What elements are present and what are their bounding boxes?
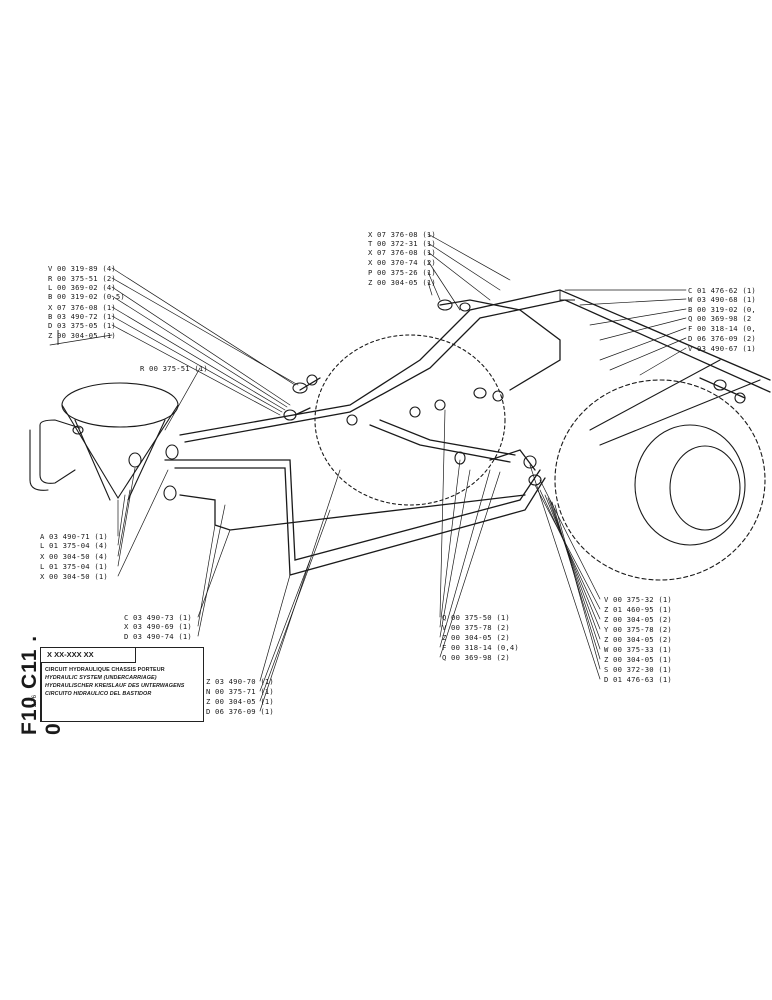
part-label: S 00 372-30 (1) (604, 665, 672, 674)
part-label: N 00 375-71 (1) (206, 687, 274, 696)
title-es: CIRCUITO HIDRAULICO DEL BASTIDOR (45, 691, 152, 697)
part-label: L 01 375-04 (4) (40, 541, 108, 550)
part-label: C 01 476-62 (1) (688, 286, 756, 295)
left-tank (29, 382, 179, 501)
part-label: W 00 375-33 (1) (604, 645, 672, 654)
part-label: R 00 375-51 (2) (48, 274, 116, 283)
title-de: HYDRAULISCHER KREISLAUF DES UNTERWAGENS (45, 683, 185, 689)
bracket-marks (57, 290, 575, 345)
part-label: X 07 376-08 (1) (368, 230, 436, 239)
part-label: D 06 376-09 (2) (688, 334, 756, 343)
right-wheel (554, 359, 766, 581)
fittings (283, 299, 746, 486)
part-label: A 03 490-71 (1) (40, 532, 108, 541)
part-label: Q 00 369-98 (2 (688, 314, 752, 323)
part-label: X 07 376-08 (1) (48, 303, 116, 312)
part-label: Q 00 375-50 (1) (442, 613, 510, 622)
part-label: F 00 318-14 (0, (688, 324, 756, 333)
reference-number: X XX-XXX XX (41, 648, 136, 663)
part-label: X 07 376-08 (1) (368, 248, 436, 257)
part-label: X 00 304-50 (1) (40, 572, 108, 581)
part-label: W 03 490-68 (1) (688, 295, 756, 304)
part-label: V 00 375-78 (2) (442, 623, 510, 632)
part-label: B 00 319-02 (0, (688, 305, 756, 314)
part-label: X 03 490-69 (1) (124, 622, 192, 631)
part-label: Z 00 304-05 (1) (604, 655, 672, 664)
revision-date: 2-76 (32, 694, 39, 708)
part-label: Z 03 490-70 (1) (206, 677, 274, 686)
part-label: D 03 375-05 (1) (48, 321, 116, 330)
part-label-r-mid: R 00 375-51 (1) (140, 364, 208, 373)
part-label: F 00 318-14 (0,4) (442, 643, 519, 652)
title-block-side (25, 662, 42, 721)
part-label: Z 00 304-05 (1) (368, 278, 436, 287)
part-label: B 03 490-72 (1) (48, 312, 116, 321)
part-label: B 00 319-02 (0,5) (48, 292, 125, 301)
part-label: D 06 376-09 (1) (206, 707, 274, 716)
title-en: HYDRAULIC SYSTEM (UNDERCARRIAGE) (45, 675, 157, 681)
part-label: T 00 372-31 (1) (368, 239, 436, 248)
part-label: Y 00 375-78 (2) (604, 625, 672, 634)
part-label: Z 01 460-95 (1) (604, 605, 672, 614)
part-label: Z 00 304-05 (2) (442, 633, 510, 642)
hose-runs (164, 289, 771, 576)
part-label: P 00 375-26 (1) (368, 268, 436, 277)
part-label: Z 00 304-05 (2) (604, 635, 672, 644)
part-label: L 00 369-02 (4) (48, 283, 116, 292)
title-block: 2-76 X XX-XXX XX CIRCUIT HYDRAULIQUE CHA… (32, 647, 204, 722)
part-label: V 00 375-32 (1) (604, 595, 672, 604)
part-label: Z 00 304-05 (1) (48, 331, 116, 340)
part-label: Q 00 369-98 (2) (442, 653, 510, 662)
part-label: D 03 490-74 (1) (124, 632, 192, 641)
part-label: X 00 304-50 (4) (40, 552, 108, 561)
leader-lines (49, 233, 687, 712)
part-label: Z 00 304-05 (1) (206, 697, 274, 706)
part-label: V 00 319-89 (4) (48, 264, 116, 273)
part-label: C 03 490-73 (1) (124, 613, 192, 622)
part-label: Z 00 304-05 (2) (604, 615, 672, 624)
part-label: X 00 370-74 (2) (368, 258, 436, 267)
part-label: L 01 375-04 (1) (40, 562, 108, 571)
center-drum (314, 334, 506, 506)
part-label: D 01 476-63 (1) (604, 675, 672, 684)
title-fr: CIRCUIT HYDRAULIQUE CHASSIS PORTEUR (45, 667, 165, 673)
part-label: V 03 490-67 (1) (688, 344, 756, 353)
